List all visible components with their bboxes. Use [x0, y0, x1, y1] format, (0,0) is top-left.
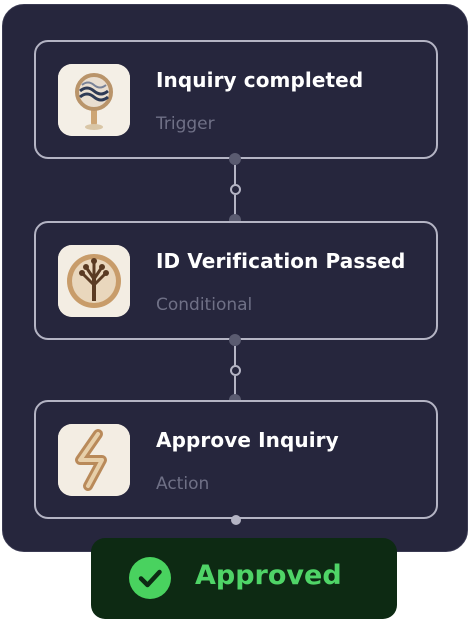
- check-circle-icon: [129, 557, 171, 599]
- status-label: Approved: [195, 560, 342, 591]
- connector-line: [234, 346, 236, 366]
- step-title: ID Verification Passed: [156, 249, 406, 273]
- workflow-step-action[interactable]: Approve Inquiry Action: [34, 400, 438, 519]
- step-type: Trigger: [156, 114, 215, 134]
- step-type: Action: [156, 474, 210, 494]
- connector-line: [234, 195, 236, 215]
- magnifier-icon: [58, 64, 130, 136]
- status-badge: Approved: [91, 538, 397, 619]
- tree-seal-icon: [58, 245, 130, 317]
- connector-dot: [231, 515, 241, 525]
- connector-line: [234, 165, 236, 185]
- workflow-step-trigger[interactable]: Inquiry completed Trigger: [34, 40, 438, 159]
- workflow-step-conditional[interactable]: ID Verification Passed Conditional: [34, 221, 438, 340]
- step-title: Approve Inquiry: [156, 428, 339, 452]
- connector-dot: [229, 334, 241, 346]
- step-title: Inquiry completed: [156, 68, 364, 92]
- connector-node: [230, 365, 241, 376]
- connector-line: [234, 376, 236, 396]
- connector-node: [230, 184, 241, 195]
- zigzag-icon: [58, 424, 130, 496]
- connector-dot: [229, 153, 241, 165]
- step-type: Conditional: [156, 295, 253, 315]
- workflow-panel: Inquiry completed Trigger ID Verificatio…: [2, 4, 468, 552]
